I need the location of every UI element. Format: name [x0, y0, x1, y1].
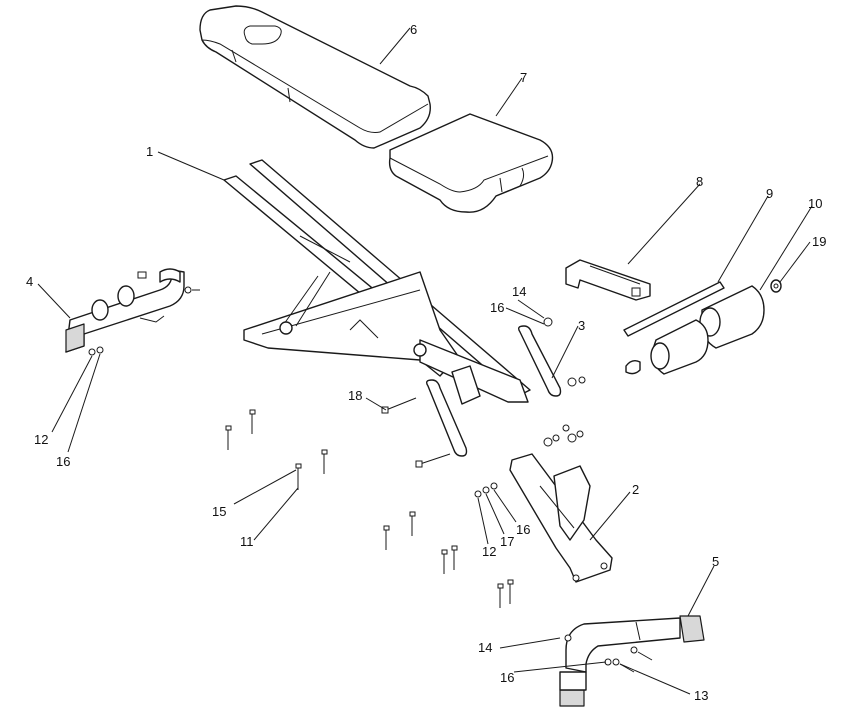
callout-10: 10	[808, 196, 822, 211]
long-bolt-icon	[381, 397, 417, 414]
callout-11: 11	[240, 534, 254, 549]
nut-icon	[88, 348, 96, 356]
callout-12b: 12	[482, 544, 496, 559]
leader-lines	[37, 27, 813, 695]
rod-part	[623, 281, 725, 337]
nut-icon	[543, 317, 553, 327]
front-leg-part	[65, 268, 200, 353]
bolt-icon	[507, 579, 514, 604]
callout-4: 4	[26, 274, 33, 289]
seat-pad-part	[388, 113, 554, 213]
callout-18: 18	[348, 388, 362, 403]
main-frame-part	[223, 159, 531, 405]
fastener-group	[88, 317, 653, 673]
long-bolt-icon	[630, 646, 653, 661]
rear-upright-part	[509, 453, 613, 583]
nut-icon	[567, 377, 577, 387]
callout-15: 15	[212, 504, 226, 519]
bolt-icon	[321, 449, 328, 474]
nut-icon	[482, 486, 490, 494]
bolt-icon	[451, 545, 458, 570]
bolt-icon	[295, 463, 302, 490]
foam-roller-part	[625, 285, 765, 375]
nut-icon	[96, 346, 104, 354]
callout-1: 1	[146, 144, 153, 159]
callout-8: 8	[696, 174, 703, 189]
end-cap-part	[770, 279, 782, 293]
bolt-icon	[409, 511, 416, 536]
bolt-icon	[225, 425, 232, 450]
callout-5: 5	[712, 554, 719, 569]
bolt-icon	[497, 583, 504, 608]
nut-icon	[543, 437, 553, 447]
leg-holder-part	[565, 259, 651, 301]
long-bolt-icon	[415, 453, 451, 468]
callout-16c: 16	[516, 522, 530, 537]
callout-14a: 14	[512, 284, 526, 299]
callout-16d: 16	[500, 670, 514, 685]
nut-icon	[474, 490, 482, 498]
nut-icon	[567, 433, 577, 443]
nut-icon	[490, 482, 498, 490]
callout-19: 19	[812, 234, 826, 249]
callout-14b: 14	[478, 640, 492, 655]
callout-2: 2	[632, 482, 639, 497]
callout-16b: 16	[490, 300, 504, 315]
callout-13: 13	[694, 688, 708, 703]
callout-labels: 1 2 3 4 5 6 7 8 9 10 11 12 12 13 14 14 1…	[26, 22, 826, 703]
callout-3: 3	[578, 318, 585, 333]
nut-icon	[578, 376, 586, 384]
bolt-icon	[249, 409, 256, 434]
link-plate-part	[425, 325, 562, 457]
callout-7: 7	[520, 70, 527, 85]
callout-17: 17	[500, 534, 514, 549]
bolt-icon	[383, 525, 390, 550]
rear-leg-part	[559, 615, 705, 707]
nut-icon	[552, 434, 560, 442]
bolt-icon	[441, 549, 448, 574]
nut-icon	[562, 424, 570, 432]
callout-12a: 12	[34, 432, 48, 447]
nut-icon	[564, 634, 572, 642]
callout-6: 6	[410, 22, 417, 37]
back-pad-part	[199, 5, 431, 149]
callout-9: 9	[766, 186, 773, 201]
nut-icon	[576, 430, 584, 438]
callout-16a: 16	[56, 454, 70, 469]
